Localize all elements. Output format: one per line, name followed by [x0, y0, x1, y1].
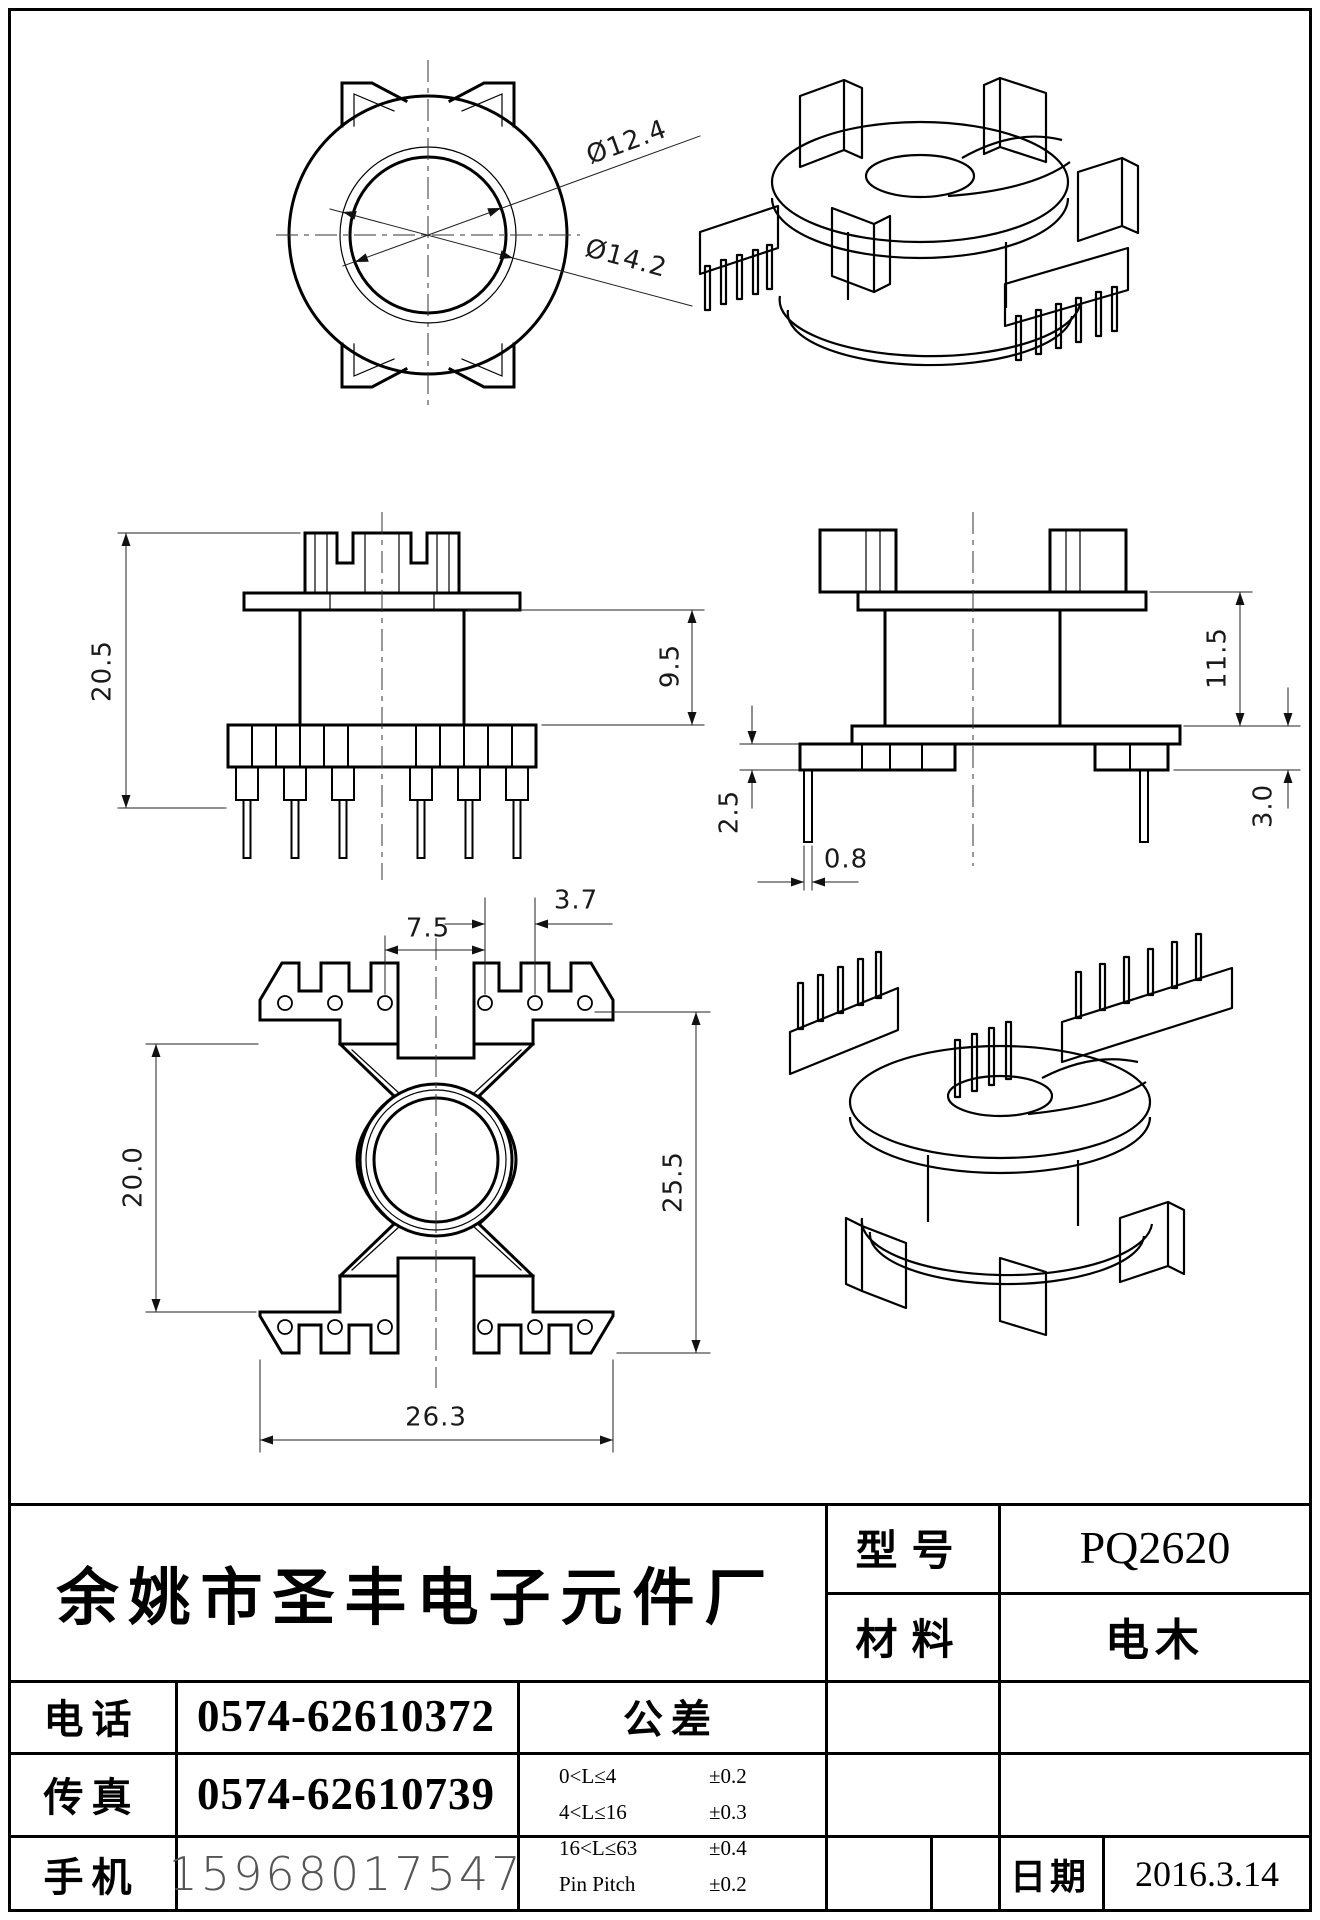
dim-total-height-label: 20.5 — [88, 640, 118, 702]
company-name: 余姚市圣丰电子元件厂 — [56, 1564, 777, 1633]
tolerance-value: ±0.3 — [709, 1799, 747, 1824]
title-block-line — [825, 1592, 1312, 1595]
date-value: 2016.3.14 — [1135, 1853, 1279, 1894]
title-block-line — [998, 1503, 1001, 1912]
title-block-line — [175, 1680, 178, 1912]
title-block-line — [930, 1835, 933, 1912]
dim-flange-width-label: 25.5 — [659, 1151, 689, 1213]
tolerance-table: 0<L≤4 ±0.2 4<L≤16 ±0.3 16<L≤63 ±0.4 Pin Pit… — [517, 1752, 825, 1909]
tolerance-range: 4<L≤16 — [559, 1799, 627, 1824]
model-value: PQ2620 — [1079, 1522, 1231, 1573]
title-block-line — [8, 1752, 1312, 1755]
tolerance-range: Pin Pitch — [559, 1872, 636, 1897]
material-label: 材料 — [855, 1617, 968, 1664]
front-view: 20.5 9.5 — [88, 512, 705, 880]
dim-center-pitch-label: 7.5 — [406, 914, 450, 944]
tolerance-value: ±0.2 — [709, 1872, 747, 1897]
dim-overall-width-label: 26.3 — [405, 1403, 467, 1433]
date-label: 日期 — [1009, 1856, 1090, 1897]
top-view: 7.5 3.7 20.0 25.5 26.3 — [119, 886, 711, 1453]
dim-pin-width-label: 0.8 — [824, 845, 868, 875]
dim-seat-height-label: 2.5 — [715, 790, 745, 834]
dim-window-height-label: 9.5 — [656, 644, 686, 688]
tolerance-range: 0<L≤4 — [559, 1763, 617, 1788]
title-block-line — [8, 1680, 1312, 1683]
tolerance-row: 4<L≤16 ±0.3 — [559, 1799, 825, 1824]
tolerance-range: 16<L≤63 — [559, 1836, 638, 1861]
phone-label: 电话 — [43, 1697, 140, 1742]
tolerance-header: 公差 — [623, 1697, 719, 1742]
title-block-line — [8, 1503, 1312, 1506]
material-value: 电木 — [1105, 1616, 1205, 1665]
mobile-label: 手机 — [43, 1854, 140, 1900]
sheet-border — [8, 8, 1312, 1912]
isometric-view-bottom — [788, 932, 1234, 1337]
title-block-line — [825, 1503, 828, 1912]
side-view: 11.5 3.0 2.5 0.8 — [715, 512, 1301, 891]
mobile-value: 15968017547 — [168, 1846, 524, 1901]
section-view: Ø12.4 Ø14.2 — [276, 60, 701, 410]
title-block-line — [1102, 1835, 1105, 1912]
dim-outer-label: Ø14.2 — [582, 233, 670, 284]
tolerance-row: 16<L≤63 ±0.4 — [559, 1838, 825, 1859]
dim-side-window-label: 11.5 — [1203, 627, 1233, 689]
fax-value: 0574-62610739 — [197, 1768, 495, 1819]
isometric-view-top — [698, 76, 1140, 367]
drawing-area: Ø12.4 Ø14.2 20.5 9 — [88, 60, 1301, 1453]
fax-label: 传真 — [43, 1774, 140, 1820]
title-block-line — [517, 1680, 520, 1912]
dim-flange-thickness-label: 3.0 — [1249, 784, 1279, 828]
tolerance-value: ±0.2 — [709, 1763, 747, 1788]
model-label: 型号 — [855, 1529, 968, 1575]
dim-body-width-label: 20.0 — [119, 1146, 149, 1208]
tolerance-value: ±0.4 — [709, 1836, 747, 1861]
dim-pin-pitch-label: 3.7 — [554, 886, 598, 916]
tolerance-row: 0<L≤4 ±0.2 — [559, 1763, 825, 1788]
title-block-line — [8, 1835, 1312, 1838]
tolerance-row: Pin Pitch ±0.2 — [559, 1874, 825, 1895]
phone-value: 0574-62610372 — [197, 1691, 495, 1741]
